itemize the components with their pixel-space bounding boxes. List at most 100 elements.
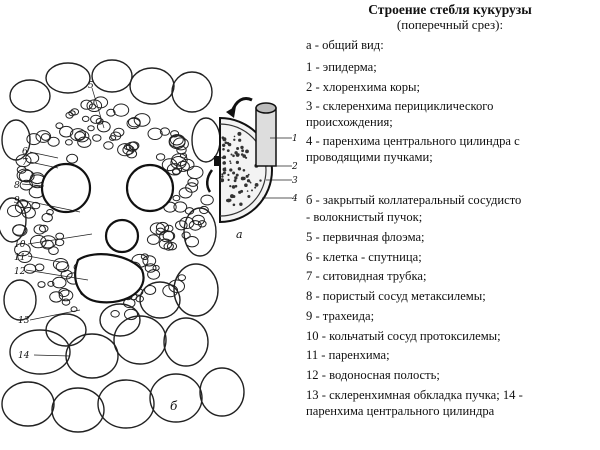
sclerenchyma-cell xyxy=(175,220,188,231)
page-subtitle: (поперечный срез): xyxy=(396,17,504,32)
bundle-dot xyxy=(247,195,251,198)
sclerenchyma-cell xyxy=(199,205,209,215)
legend-item: 3 - склеренхима перициклического xyxy=(306,99,494,113)
sclerenchyma-cell xyxy=(70,108,80,116)
sclerenchyma-cell xyxy=(40,133,51,141)
bundle-dot xyxy=(233,179,237,183)
sclerenchyma-cell xyxy=(185,236,199,248)
protoxylem-vessel xyxy=(104,218,140,254)
bundle-dot xyxy=(241,149,245,153)
sclerenchyma-cell xyxy=(70,306,78,313)
sclerenchyma-cell xyxy=(49,291,64,303)
sclerenchyma-cell xyxy=(66,153,79,164)
sclerenchyma-cell xyxy=(181,231,191,240)
parenchyma-cell xyxy=(99,303,141,337)
zoom-arrow-left-icon xyxy=(206,169,214,193)
sclerenchyma-cell xyxy=(90,114,102,124)
bundle-dot xyxy=(235,173,239,177)
bundle-dot xyxy=(229,162,232,165)
sclerenchyma-cell xyxy=(26,133,42,146)
legend-item: 8 - пористый сосуд метаксилемы; xyxy=(306,289,486,303)
sclerenchyma-cell xyxy=(7,204,23,218)
sclerenchyma-cell xyxy=(68,110,76,117)
parenchyma-cell xyxy=(65,333,119,379)
bundle-dot xyxy=(222,148,225,151)
sclerenchyma-cell xyxy=(172,194,181,202)
stem-cortex-ring xyxy=(219,123,267,217)
label-r3: 3 xyxy=(292,176,298,186)
sclerenchyma-cell xyxy=(126,149,138,159)
parenchyma-cell xyxy=(139,281,181,319)
sclerenchyma-cell xyxy=(96,121,111,133)
sclerenchyma-cell xyxy=(140,253,149,261)
sclerenchyma-cell xyxy=(125,141,139,152)
sclerenchyma-cell xyxy=(18,169,35,183)
bundle-structures xyxy=(40,162,175,304)
stem-cylinder-top xyxy=(255,102,277,114)
sclerenchyma-cell xyxy=(155,221,170,233)
sclerenchyma-cell xyxy=(117,143,134,157)
bundle-dot xyxy=(242,176,246,181)
bundle-dot xyxy=(238,138,242,142)
bundle-dot xyxy=(236,147,240,150)
sclerenchyma-cell xyxy=(166,242,178,251)
sclerenchyma-cell xyxy=(186,165,204,180)
legend-item: проводящими пучками; xyxy=(306,150,433,164)
parenchyma-cell xyxy=(1,381,55,427)
sclerenchyma-cell xyxy=(37,281,46,288)
sclerenchyma-cell xyxy=(144,263,157,273)
bundle-dot xyxy=(247,173,250,176)
bundle-dot xyxy=(242,169,246,172)
bundle-dot xyxy=(227,142,232,147)
legend-item: 5 - первичная флоэма; xyxy=(306,230,425,244)
sclerenchyma-cell xyxy=(31,201,41,210)
sclerenchyma-cell xyxy=(146,234,160,245)
sclerenchyma-sheath xyxy=(7,96,214,321)
bundle-dot xyxy=(246,190,249,192)
sclerenchyma-cell xyxy=(23,263,37,274)
sclerenchyma-cell xyxy=(133,113,151,127)
label-7: 7 xyxy=(22,158,28,168)
sclerenchyma-cell xyxy=(48,246,59,256)
legend-item: а - общий вид: xyxy=(306,38,384,52)
parenchyma-cell xyxy=(51,387,105,433)
parenchyma-cell xyxy=(91,59,133,93)
bundle-dot xyxy=(240,189,244,193)
sclerenchyma-cell xyxy=(184,207,195,215)
bundle-marker xyxy=(214,156,221,166)
bundle-dot xyxy=(259,179,262,182)
sclerenchyma-cell xyxy=(65,139,73,146)
sclerenchyma-cell xyxy=(110,131,122,141)
sclerenchyma-cell xyxy=(55,122,64,129)
sclerenchyma-cell xyxy=(164,224,174,233)
sclerenchyma-cell xyxy=(200,194,214,206)
sclerenchyma-cell xyxy=(109,135,117,141)
sclerenchyma-cell xyxy=(163,242,174,251)
vascular-bundles-dots xyxy=(220,131,262,207)
page-title: Строение стебля кукурузы xyxy=(368,2,532,17)
label-13: 13 xyxy=(18,316,30,326)
leader-lines xyxy=(21,87,292,357)
sclerenchyma-cell xyxy=(34,263,45,272)
sclerenchyma-cell xyxy=(52,258,69,271)
parenchyma-cell xyxy=(97,379,155,429)
sclerenchyma-cell xyxy=(59,125,74,138)
bundle-dot xyxy=(232,171,236,175)
label-b: б xyxy=(170,399,178,413)
bundle-dot xyxy=(240,145,244,150)
bundle-dot xyxy=(221,175,224,178)
label-r1: 1 xyxy=(292,134,298,144)
sclerenchyma-cell xyxy=(30,234,47,249)
sclerenchyma-cell xyxy=(188,220,202,231)
label-8: 8 xyxy=(14,181,20,191)
sclerenchyma-cell xyxy=(170,130,180,138)
sclerenchyma-cell xyxy=(159,127,170,136)
bundle-dot xyxy=(224,169,227,172)
sclerenchyma-cell xyxy=(52,276,67,289)
legend-item: 10 - кольчатый сосуд протоксилемы; xyxy=(306,329,501,343)
sclerenchyma-cell xyxy=(113,103,130,117)
parenchyma-cell xyxy=(171,71,213,113)
sclerenchyma-cell xyxy=(126,117,141,130)
sclerenchyma-cell xyxy=(168,279,185,293)
legend-item: 2 - хлоренхима коры; xyxy=(306,80,420,94)
